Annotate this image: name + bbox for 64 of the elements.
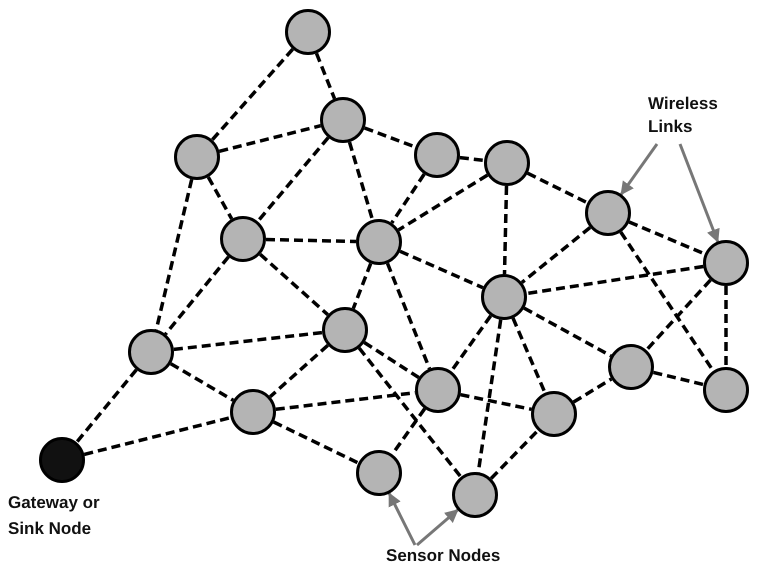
sensor-node-circle <box>230 389 276 435</box>
dashed-link-line <box>490 429 540 480</box>
dashed-link-line <box>218 124 322 153</box>
sensor-node-circle <box>356 450 402 496</box>
sensor-node-circle <box>128 329 174 375</box>
dashed-link-line <box>256 136 330 223</box>
dashed-link-line <box>314 52 336 100</box>
dashed-link-line <box>348 142 374 220</box>
dashed-link-line <box>572 378 612 404</box>
dashed-link-line <box>645 278 712 352</box>
dashed-link-line <box>523 306 612 358</box>
sensor-node-circle <box>414 132 460 178</box>
dashed-link-line <box>170 362 234 402</box>
sensor-node-circle <box>220 216 266 262</box>
leader-arrow <box>620 143 658 196</box>
dashed-link-line <box>390 173 426 224</box>
dashed-link-line <box>386 262 432 370</box>
dashed-link-line <box>526 172 588 204</box>
dashed-link-line <box>526 264 704 296</box>
leader-arrow <box>678 143 720 243</box>
dashed-link-line <box>628 220 706 256</box>
dashed-link-line <box>174 330 322 352</box>
sensor-node-circle <box>415 367 461 413</box>
callout-label: Sensor Nodes <box>386 545 511 568</box>
sensor-node-circle <box>531 391 577 437</box>
dashed-link-line <box>272 420 360 465</box>
dashed-link-line <box>84 416 232 456</box>
dashed-link-line <box>269 344 329 398</box>
dashed-link-line <box>358 347 462 478</box>
sensor-node-circle <box>608 344 654 390</box>
dashed-link-line <box>259 253 329 316</box>
dashed-link-line <box>75 368 138 444</box>
sensor-node-circle <box>484 140 530 186</box>
dashed-link-line <box>206 176 234 220</box>
dashed-link-line <box>352 262 372 310</box>
leader-arrow <box>416 508 459 546</box>
dashed-link-line <box>460 392 532 412</box>
dashed-link-line <box>164 256 230 336</box>
leader-arrow <box>388 492 416 546</box>
sensor-node-circle <box>322 307 368 353</box>
dashed-link-line <box>724 286 728 367</box>
dashed-link-line <box>398 174 488 232</box>
dashed-link-line <box>399 250 484 290</box>
dashed-link-line <box>266 238 356 244</box>
dashed-link-line <box>502 186 508 274</box>
sensor-node-circle <box>285 9 331 55</box>
sensor-node-circle <box>703 240 749 286</box>
sensor-node-circle <box>356 219 402 265</box>
dashed-link-line <box>363 341 420 379</box>
sensor-node-circle <box>481 274 527 320</box>
dashed-link-line <box>450 314 492 372</box>
gateway-node-circle <box>39 437 85 483</box>
dashed-link-line <box>511 317 547 394</box>
sensor-node-circle <box>452 472 498 518</box>
sensor-node-circle <box>585 190 631 236</box>
sensor-node-circle <box>320 97 366 143</box>
dashed-link-line <box>211 48 294 141</box>
sensor-node-circle <box>703 367 749 413</box>
node-caption: Gateway or Sink Node <box>8 492 101 540</box>
sensor-node-circle <box>174 134 220 180</box>
callout-label: Wireless Links <box>648 93 720 139</box>
dashed-link-line <box>460 156 484 162</box>
dashed-link-line <box>652 370 704 386</box>
dashed-link-line <box>520 226 592 284</box>
